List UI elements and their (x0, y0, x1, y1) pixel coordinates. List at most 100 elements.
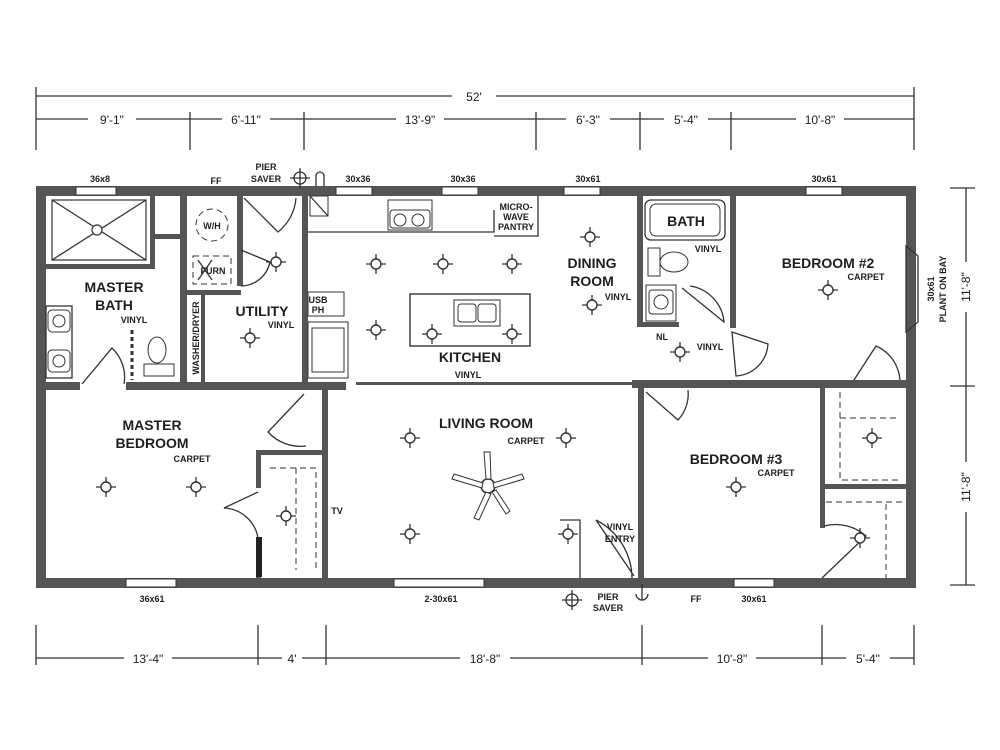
light-fixture-icon (96, 477, 116, 497)
window-top-4 (563, 186, 601, 196)
light-fixture-icon (862, 428, 882, 448)
right-dim-2: 11'-8" (959, 472, 973, 502)
light-fixture-icon (186, 477, 206, 497)
top-dim-4: 6'-3" (576, 113, 600, 127)
tv-label: TV (331, 506, 343, 516)
window-label-top-2: 30x36 (345, 174, 370, 184)
right-dim-1: 11'-8" (959, 272, 973, 302)
microwave-label-1: MICRO- (500, 202, 533, 212)
usb-label-1: USB (308, 295, 328, 305)
window-label-bottom-3: 30x61 (741, 594, 766, 604)
bedroom3-closet-door (821, 523, 867, 579)
bay-window (905, 244, 919, 334)
ff-top-label: FF (211, 176, 222, 186)
light-fixture-icon (502, 324, 522, 344)
usb-label-2: PH (312, 305, 325, 315)
light-fixture-icon (818, 280, 838, 300)
window-label-top-3: 30x36 (450, 174, 475, 184)
shower (51, 199, 147, 261)
top-dim-2: 6'-11" (231, 113, 261, 127)
pier-saver-bottom-icon (562, 584, 649, 610)
light-fixture-icon (400, 524, 420, 544)
light-fixture-icon (850, 528, 870, 548)
top-dim-6: 10'-8" (805, 113, 836, 127)
entry-door (595, 519, 635, 579)
pier-saver-bottom-1: PIER (597, 592, 619, 602)
bottom-dim-3: 18'-8" (470, 652, 501, 666)
light-fixture-icon (580, 227, 600, 247)
microwave-label-3: PANTRY (498, 222, 534, 232)
top-dim-1: 9'-1" (100, 113, 124, 127)
bedroom2-finish: CARPET (847, 272, 885, 282)
bottom-dim-1: 13'-4" (133, 652, 164, 666)
bottom-dim-4: 10'-8" (717, 652, 748, 666)
window-label-bottom-1: 36x61 (139, 594, 164, 604)
bedroom2-closet-door (853, 345, 901, 381)
pier-saver-top-icon (290, 168, 325, 188)
utility-finish: VINYL (268, 320, 295, 330)
light-fixture-icon (726, 477, 746, 497)
pier-saver-top-1: PIER (255, 162, 277, 172)
bay-window-label-2: PLANT ON BAY (938, 256, 948, 323)
living-room-finish: CARPET (507, 436, 545, 446)
hall-bath-fixtures (644, 199, 726, 324)
window-label-top-1: 36x8 (90, 174, 110, 184)
utility-name: UTILITY (236, 303, 290, 319)
right-dimension-lines (950, 187, 975, 586)
master-bedroom-finish: CARPET (173, 454, 211, 464)
water-heater (195, 208, 229, 242)
light-fixture-icon (556, 428, 576, 448)
window-bottom-2 (393, 578, 485, 588)
light-fixture-icon (240, 328, 260, 348)
master-bath-name-2: BATH (95, 297, 133, 313)
window-bottom-1 (125, 578, 177, 588)
window-label-top-5: 30x61 (811, 174, 836, 184)
microwave-label-2: WAVE (503, 212, 529, 222)
window-top-1 (75, 186, 117, 196)
pier-saver-top-2: SAVER (251, 174, 282, 184)
master-bath-finish: VINYL (121, 315, 148, 325)
vinyl-entry-label-2: ENTRY (605, 534, 635, 544)
master-bedroom-door (267, 393, 307, 447)
master-bath-name-1: MASTER (84, 279, 143, 295)
window-label-bottom-2: 2-30x61 (424, 594, 457, 604)
bedroom2-door (731, 331, 769, 377)
bedroom3-door (645, 389, 689, 421)
furnace-door (240, 249, 271, 287)
washer-dryer-label: WASHER/DRYER (191, 301, 201, 375)
bath-finish: VINYL (695, 244, 722, 254)
furnace-label: FURN (201, 266, 226, 276)
kitchen-counters (307, 195, 539, 379)
window-top-3 (441, 186, 479, 196)
vinyl-entry-label-1: VINYL (607, 522, 634, 532)
master-bedroom-name-2: BEDROOM (115, 435, 188, 451)
light-fixture-icon (266, 252, 286, 272)
living-room-name: LIVING ROOM (439, 415, 533, 431)
master-bath-door (81, 347, 126, 385)
window-top-5 (805, 186, 843, 196)
light-fixtures (96, 227, 882, 548)
water-heater-label: W/H (203, 221, 221, 231)
hall-finish: VINYL (697, 342, 724, 352)
light-fixture-icon (366, 320, 386, 340)
light-fixture-icon (558, 524, 578, 544)
master-closet-door (223, 491, 259, 539)
light-fixture-icon (582, 295, 602, 315)
utility-door (243, 197, 297, 233)
master-bath-sinks (45, 305, 73, 379)
dining-name-2: ROOM (570, 273, 614, 289)
ceiling-fan-icon (451, 451, 525, 521)
light-fixture-icon (422, 324, 442, 344)
light-fixture-icon (276, 506, 296, 526)
bottom-dim-5: 5'-4" (856, 652, 880, 666)
bedroom3-finish: CARPET (757, 468, 795, 478)
dining-finish: VINYL (605, 292, 632, 302)
bedroom2-name: BEDROOM #2 (782, 255, 875, 271)
light-fixture-icon (670, 342, 690, 362)
bedroom3-name: BEDROOM #3 (690, 451, 783, 467)
window-bottom-3 (733, 578, 775, 588)
window-top-2 (335, 186, 373, 196)
pier-saver-bottom-2: SAVER (593, 603, 624, 613)
master-bedroom-name-1: MASTER (122, 417, 181, 433)
